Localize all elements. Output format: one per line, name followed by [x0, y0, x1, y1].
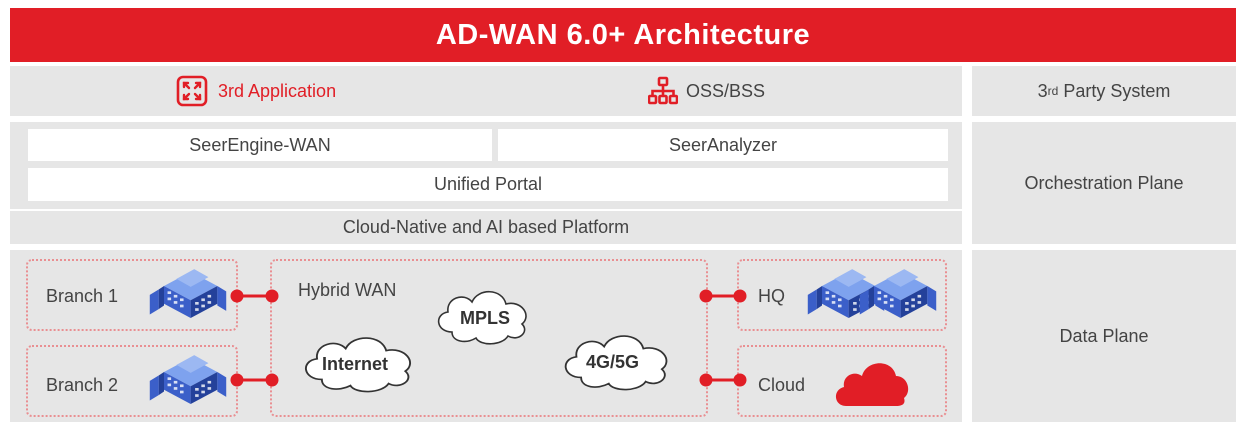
third-application-label: 3rd Application: [218, 80, 337, 101]
link-dot-icon: [699, 289, 747, 303]
hybrid-wan-label: Hybrid WAN: [298, 280, 397, 300]
hq-label: HQ: [758, 286, 785, 306]
4g-5g-label: 4G/5G: [586, 352, 640, 372]
hybrid-wan-group: [270, 259, 708, 417]
4g-5g-cloud: 4G/5G: [558, 326, 678, 398]
third-application-item: 3rd Application: [176, 74, 336, 108]
branch-2-label: Branch 2: [46, 375, 119, 395]
unified-portal-box: Unified Portal: [28, 168, 948, 201]
cloud-icon: [832, 356, 910, 413]
seeranalyzer-box: SeerAnalyzer: [498, 129, 948, 161]
cloud-label: Cloud: [758, 375, 806, 395]
org-chart-icon: [648, 76, 678, 106]
link-dot-icon: [230, 373, 279, 387]
orchestration-plane-label: Orchestration Plane: [972, 122, 1236, 244]
page-title: AD-WAN 6.0+ Architecture: [10, 8, 1236, 62]
oss-bss-item: OSS/BSS: [648, 74, 765, 108]
seerengine-wan-box: SeerEngine-WAN: [28, 129, 492, 161]
expand-arrows-icon: [176, 75, 208, 107]
mpls-label: MPLS: [460, 308, 511, 328]
link-dot-icon: [230, 289, 279, 303]
internet-label: Internet: [322, 354, 389, 374]
branch-1-label: Branch 1: [46, 286, 119, 306]
link-dot-icon: [699, 373, 747, 387]
platform-divider: [10, 209, 962, 211]
internet-cloud: Internet: [298, 328, 422, 400]
platform-label: Cloud-Native and AI based Platform: [342, 217, 630, 237]
data-plane-label: Data Plane: [972, 250, 1236, 422]
oss-bss-label: OSS/BSS: [686, 80, 766, 101]
mpls-cloud: MPLS: [432, 282, 536, 352]
application-layer-row: [10, 66, 962, 116]
